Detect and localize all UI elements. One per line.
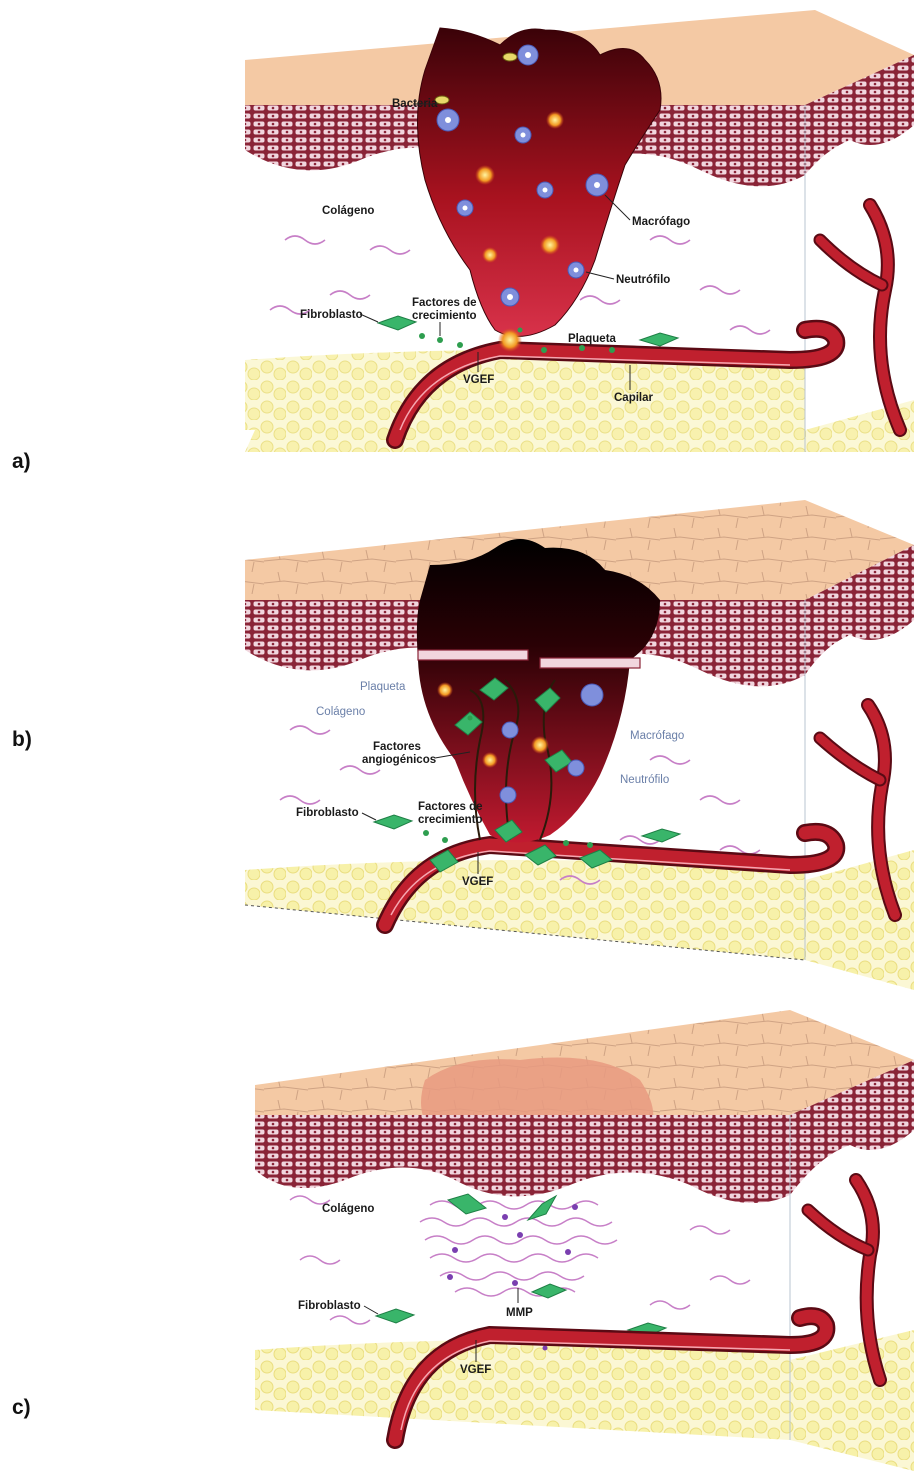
label-macrophage-b: Macrófago xyxy=(630,730,684,742)
label-vgef-b: VGEF xyxy=(462,876,493,888)
panel-letter-a: a) xyxy=(12,450,31,474)
label-angiogenic-factors-1: Factores xyxy=(373,741,421,753)
label-platelet-b: Plaqueta xyxy=(360,681,406,693)
label-capillary-a: Capilar xyxy=(614,392,654,404)
label-collagen-c: Colágeno xyxy=(322,1203,374,1215)
label-growth-factors-a-2: crecimiento xyxy=(412,310,477,322)
label-neutrophil-a: Neutrófilo xyxy=(616,274,670,286)
label-vgef-a: VGEF xyxy=(463,374,494,386)
label-vgef-c: VGEF xyxy=(460,1364,491,1376)
label-mmp-c: MMP xyxy=(506,1307,533,1319)
panel-letter-c: c) xyxy=(12,1396,31,1420)
label-fibroblast-b: Fibroblasto xyxy=(296,807,359,819)
label-neutrophil-b: Neutrófilo xyxy=(620,774,669,786)
panel-a: Bacteria Colágeno Macrófago Neutrófilo F… xyxy=(245,10,914,452)
label-fibroblast-c: Fibroblasto xyxy=(298,1300,361,1312)
label-collagen-b: Colágeno xyxy=(316,706,365,718)
label-growth-factors-a-1: Factores de xyxy=(412,297,477,309)
label-collagen-a: Colágeno xyxy=(322,205,374,217)
label-growth-factors-b-2: crecimiento xyxy=(418,814,483,826)
label-platelet-a: Plaqueta xyxy=(568,333,617,345)
label-fibroblast-a: Fibroblasto xyxy=(300,309,363,321)
skin-block-c xyxy=(255,1010,914,1471)
label-growth-factors-b-1: Factores de xyxy=(418,801,483,813)
panel-b: Plaqueta Colágeno Macrófago Factores ang… xyxy=(245,500,914,990)
panel-c: Colágeno Fibroblasto MMP VGEF xyxy=(255,1010,914,1471)
panel-letter-b: b) xyxy=(12,728,32,752)
label-angiogenic-factors-2: angiogénicos xyxy=(362,754,436,766)
label-macrophage-a: Macrófago xyxy=(632,216,690,228)
